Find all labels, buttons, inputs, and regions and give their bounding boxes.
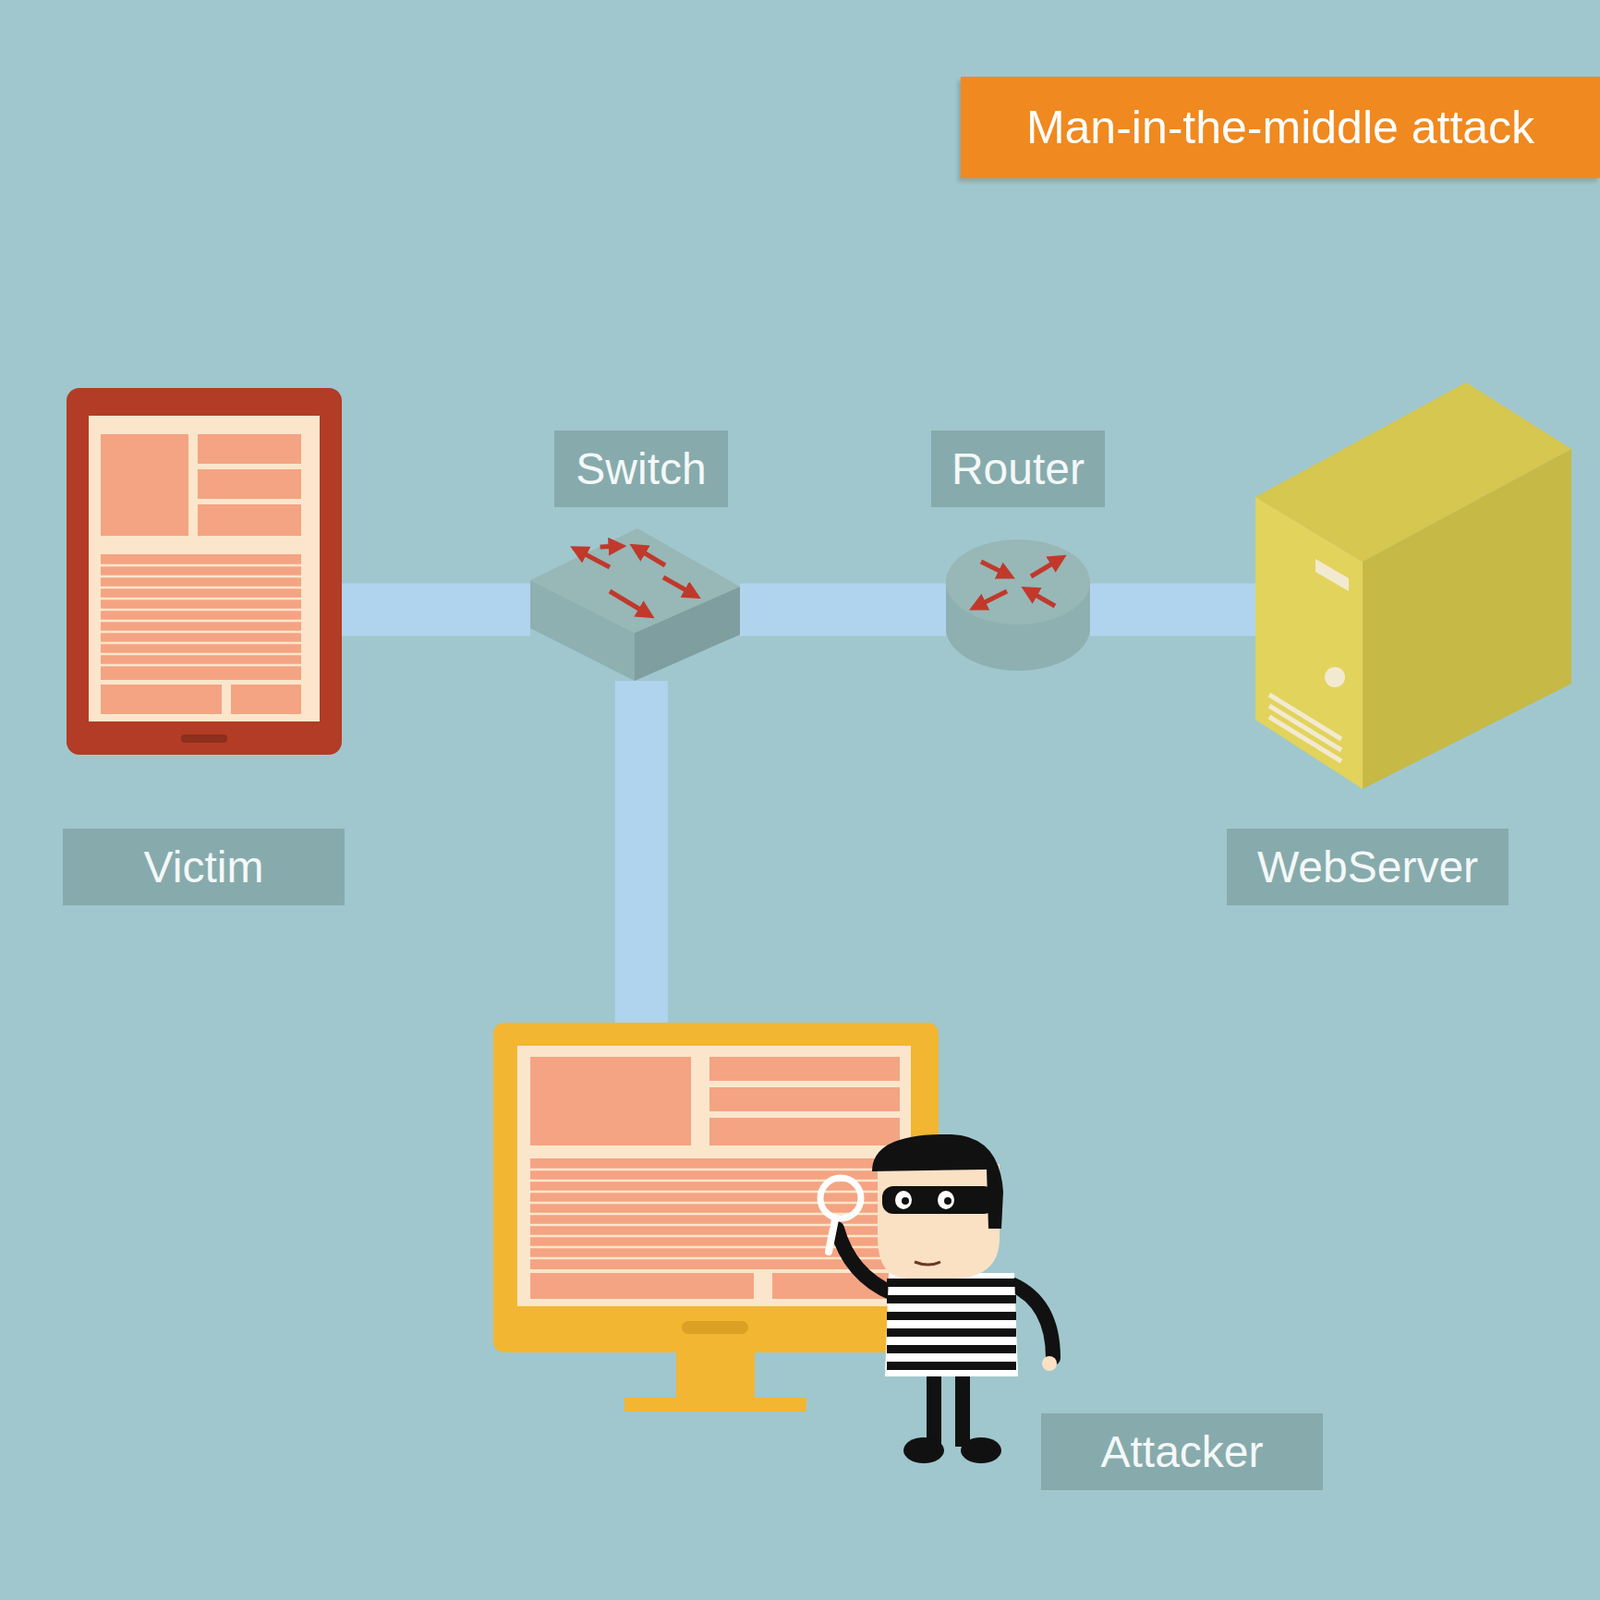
label-box: Router bbox=[931, 430, 1105, 508]
label-box: Attacker bbox=[1041, 1413, 1323, 1491]
title-band: Man-in-the-middle attack bbox=[960, 76, 1600, 179]
device-node: Switch bbox=[530, 528, 740, 681]
label-box: Victim bbox=[62, 828, 345, 906]
device-node: Router bbox=[945, 539, 1091, 671]
device-label: Victim bbox=[144, 845, 265, 890]
monitor-icon bbox=[493, 1022, 939, 1412]
switch-icon bbox=[530, 528, 740, 681]
label-box: WebServer bbox=[1226, 828, 1509, 906]
title-text: Man-in-the-middle attack bbox=[1026, 104, 1535, 151]
device-node: Victim bbox=[66, 387, 342, 755]
network-cable bbox=[341, 583, 531, 637]
network-cable bbox=[615, 680, 668, 1023]
router-icon bbox=[945, 539, 1091, 671]
device-label: Switch bbox=[575, 447, 706, 492]
network-cable bbox=[1090, 583, 1256, 637]
device-label: Router bbox=[951, 447, 1085, 492]
device-node: Attacker bbox=[493, 1022, 939, 1412]
device-label: Attacker bbox=[1100, 1430, 1263, 1475]
server-icon bbox=[1255, 382, 1572, 789]
label-box: Switch bbox=[554, 430, 728, 508]
tablet-icon bbox=[66, 387, 342, 755]
device-node: WebServer bbox=[1255, 382, 1572, 789]
network-cable bbox=[739, 583, 946, 637]
thief-figure bbox=[820, 1134, 1057, 1464]
device-label: WebServer bbox=[1257, 845, 1479, 890]
